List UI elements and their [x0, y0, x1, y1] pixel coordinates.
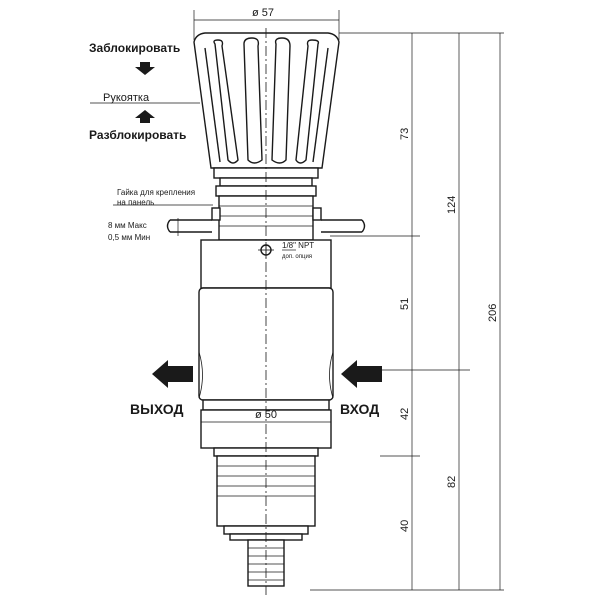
lock-label: Заблокировать	[89, 41, 180, 55]
dimension-lines	[90, 10, 504, 591]
port-size-label: 1/8" NPT	[282, 241, 314, 250]
outlet-arrow	[152, 360, 193, 388]
unlock-label: Разблокировать	[89, 128, 186, 142]
handle-knob	[193, 32, 340, 169]
port-option-label: доп. опция	[282, 254, 312, 260]
handle-label: Рукоятка	[103, 92, 150, 104]
inlet-label: ВХОД	[340, 401, 379, 417]
unlock-arrow	[135, 110, 155, 123]
main-body	[198, 287, 334, 457]
outlet-label: ВЫХОД	[130, 401, 183, 417]
panel-nut-label-line2: на панель	[117, 198, 154, 207]
panel-mount	[166, 207, 366, 233]
dim-40: 40	[399, 520, 411, 532]
dim-82: 82	[446, 476, 458, 488]
dim-206: 206	[487, 304, 499, 322]
inlet-arrow	[341, 360, 382, 388]
panel-min-label: 0,5 мм Мин	[108, 233, 150, 242]
top-diameter-dim: ø 57	[252, 7, 274, 19]
panel-max-label: 8 мм Макс	[108, 221, 147, 230]
dim-73: 73	[399, 128, 411, 140]
dim-124: 124	[446, 196, 458, 214]
dim-51: 51	[399, 298, 411, 310]
dim-42: 42	[399, 408, 411, 420]
lock-arrow	[135, 62, 155, 75]
body-diameter-dim: ø 50	[255, 409, 277, 421]
panel-nut-label-line1: Гайка для крепления	[117, 188, 195, 197]
